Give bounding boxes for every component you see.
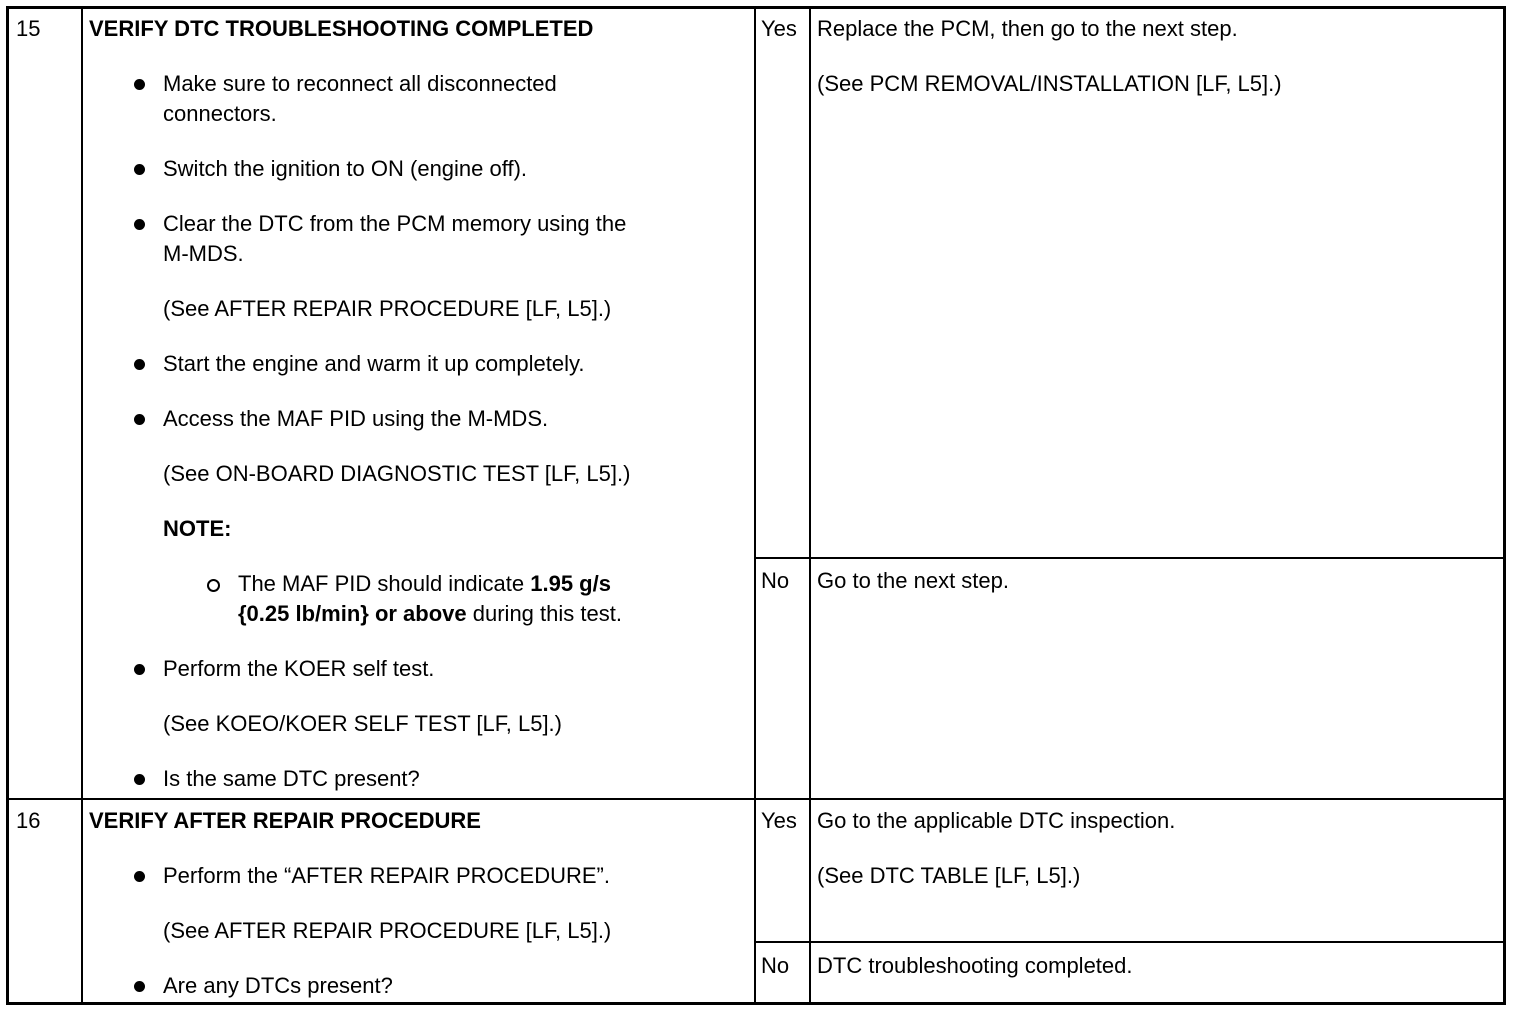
yes-label: Yes [761,808,797,833]
reference: (See ON-BOARD DIAGNOSTIC TEST [LF, L5].) [163,461,631,486]
instruction: Is the same DTC present? [163,766,420,791]
bullet-icon [134,774,145,785]
instruction: Perform the KOER self test. [163,656,435,681]
note-text: The MAF PID should indicate 1.95 g/s [238,571,611,596]
bullet-icon [134,164,145,175]
row-divider [754,941,1506,943]
row-divider [6,798,1506,800]
column-divider [81,6,83,1005]
bullet-icon [134,664,145,675]
instruction: connectors. [163,101,277,126]
no-label: No [761,568,790,593]
step-number: 16 [16,808,41,833]
step-number: 15 [16,16,41,41]
instruction: Clear the DTC from the PCM memory using … [163,211,627,236]
bullet-icon [134,79,145,90]
note-text: {0.25 lb/min} or above during this test. [238,601,622,626]
column-divider [754,6,756,1005]
no-label: No [761,953,790,978]
reference: (See KOEO/KOER SELF TEST [LF, L5].) [163,711,562,736]
instruction: Switch the ignition to ON (engine off). [163,156,528,181]
yes-action: Replace the PCM, then go to the next ste… [817,16,1238,41]
bullet-icon [134,414,145,425]
step-title: VERIFY AFTER REPAIR PROCEDURE [89,808,481,833]
troubleshooting-table [6,6,1506,1005]
instruction: Access the MAF PID using the M-MDS. [163,406,549,431]
bullet-icon [134,359,145,370]
yes-reference: (See DTC TABLE [LF, L5].) [817,863,1081,888]
bullet-icon [134,981,145,992]
instruction: Perform the “AFTER REPAIR PROCEDURE”. [163,863,610,888]
row-divider [754,557,1506,559]
instruction: M-MDS. [163,241,244,266]
yes-action: Go to the applicable DTC inspection. [817,808,1176,833]
sub-bullet-icon [207,579,220,592]
no-action: Go to the next step. [817,568,1010,593]
column-divider [809,6,811,1005]
instruction: Make sure to reconnect all disconnected [163,71,557,96]
note-label: NOTE: [163,516,232,541]
reference: (See AFTER REPAIR PROCEDURE [LF, L5].) [163,918,612,943]
reference: (See AFTER REPAIR PROCEDURE [LF, L5].) [163,296,612,321]
bullet-icon [134,871,145,882]
no-action: DTC troubleshooting completed. [817,953,1133,978]
instruction: Are any DTCs present? [163,973,393,998]
yes-reference: (See PCM REMOVAL/INSTALLATION [LF, L5].) [817,71,1282,96]
yes-label: Yes [761,16,797,41]
instruction: Start the engine and warm it up complete… [163,351,585,376]
step-title: VERIFY DTC TROUBLESHOOTING COMPLETED [89,16,594,41]
bullet-icon [134,219,145,230]
